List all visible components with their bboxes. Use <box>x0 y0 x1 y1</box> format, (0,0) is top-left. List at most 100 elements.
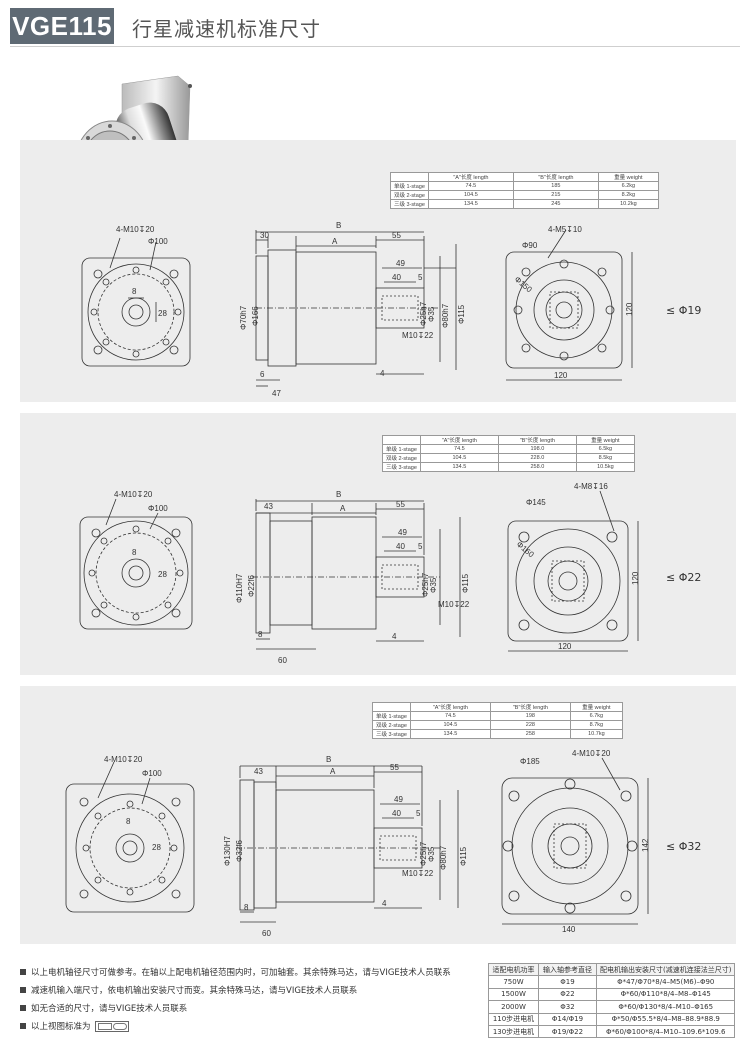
svg-text:Φ115: Φ115 <box>461 573 470 593</box>
svg-text:B: B <box>336 490 341 499</box>
svg-text:142: 142 <box>641 838 650 852</box>
svg-text:B: B <box>326 755 331 764</box>
svg-text:49: 49 <box>398 528 407 537</box>
svg-text:40: 40 <box>392 273 401 282</box>
note-item: 如无合适的尺寸，请与VIGE技术人员联系 <box>20 999 480 1017</box>
svg-text:55: 55 <box>396 500 405 509</box>
svg-text:M10↧22: M10↧22 <box>402 331 434 340</box>
svg-text:Φ35: Φ35 <box>429 577 438 593</box>
svg-text:A: A <box>340 504 346 513</box>
header-divider <box>10 46 740 47</box>
svg-text:4: 4 <box>380 369 385 378</box>
svg-text:4-M10↧20: 4-M10↧20 <box>104 755 143 764</box>
svg-text:4-M8↧16: 4-M8↧16 <box>574 482 608 491</box>
svg-text:8: 8 <box>132 548 137 557</box>
svg-text:120: 120 <box>625 302 634 316</box>
svg-text:120: 120 <box>554 371 568 380</box>
svg-text:Φ185: Φ185 <box>520 757 540 766</box>
svg-text:Φ70h7: Φ70h7 <box>239 305 248 330</box>
svg-text:Φ25h7: Φ25h7 <box>419 301 428 326</box>
svg-text:60: 60 <box>278 656 287 665</box>
bullet-square-icon <box>20 1005 26 1011</box>
svg-text:28: 28 <box>158 570 167 579</box>
svg-text:60: 60 <box>262 929 271 938</box>
svg-text:5: 5 <box>418 542 423 551</box>
svg-text:Φ145: Φ145 <box>526 498 546 507</box>
svg-text:43: 43 <box>264 502 273 511</box>
shaft-limit: ≤ Φ22 <box>666 571 702 584</box>
svg-text:Φ100: Φ100 <box>142 769 162 778</box>
svg-text:Φ100: Φ100 <box>148 504 168 513</box>
svg-text:4-M10↧20: 4-M10↧20 <box>116 225 155 234</box>
svg-text:120: 120 <box>558 642 572 651</box>
svg-text:40: 40 <box>392 809 401 818</box>
page-header: VGE115 行星减速机标准尺寸 <box>0 0 750 50</box>
svg-text:M10↧22: M10↧22 <box>402 869 434 878</box>
svg-text:55: 55 <box>390 763 399 772</box>
note-item: 减速机输入端尺寸，依电机输出安装尺寸而变。其余特殊马达，请与VIGE技术人员联系 <box>20 981 480 999</box>
svg-text:49: 49 <box>394 795 403 804</box>
svg-text:5: 5 <box>418 273 423 282</box>
technical-drawing: 4-M10↧20 Φ100 8 28 43 B A 55 49 40 5 Φ13… <box>65 749 650 938</box>
model-badge: VGE115 <box>10 8 114 44</box>
svg-text:Φ115: Φ115 <box>459 846 468 866</box>
svg-text:28: 28 <box>158 309 167 318</box>
svg-text:Φ90: Φ90 <box>522 241 538 250</box>
projection-symbol-icon <box>94 1020 129 1032</box>
svg-text:Φ100: Φ100 <box>148 237 168 246</box>
technical-drawing: 4-M10↧20 Φ100 8 28 30 B A 55 49 40 5 Φ70… <box>81 221 634 398</box>
note-item: 以上视图标准为 <box>20 1017 480 1035</box>
bullet-square-icon <box>20 987 26 993</box>
svg-text:Φ32f6: Φ32f6 <box>235 839 244 862</box>
svg-text:Φ110H7: Φ110H7 <box>235 573 244 603</box>
svg-text:Φ115: Φ115 <box>457 304 466 324</box>
svg-text:40: 40 <box>396 542 405 551</box>
svg-text:A: A <box>332 237 338 246</box>
svg-text:4: 4 <box>392 632 397 641</box>
svg-text:4-M10↧20: 4-M10↧20 <box>114 490 153 499</box>
page-title: 行星减速机标准尺寸 <box>132 17 321 41</box>
svg-text:Φ166: Φ166 <box>251 306 260 326</box>
technical-drawing: 4-M10↧20 Φ100 8 28 43 B A 55 49 40 5 Φ11… <box>79 482 640 665</box>
svg-text:6: 6 <box>260 370 265 379</box>
svg-text:140: 140 <box>562 925 576 934</box>
svg-text:8: 8 <box>244 903 249 912</box>
svg-text:Φ35: Φ35 <box>427 846 436 862</box>
svg-text:5: 5 <box>416 809 421 818</box>
shaft-limit: ≤ Φ19 <box>666 304 702 317</box>
svg-text:55: 55 <box>392 231 401 240</box>
svg-text:4-M10↧20: 4-M10↧20 <box>572 749 611 758</box>
svg-text:120: 120 <box>631 571 640 585</box>
shaft-limit: ≤ Φ32 <box>666 840 702 853</box>
svg-text:Φ80h7: Φ80h7 <box>441 303 450 328</box>
bullet-square-icon <box>20 1023 26 1029</box>
svg-text:8: 8 <box>258 630 263 639</box>
svg-text:43: 43 <box>254 767 263 776</box>
svg-text:Φ22f6: Φ22f6 <box>247 574 256 597</box>
bullet-square-icon <box>20 969 26 975</box>
svg-text:Φ80h7: Φ80h7 <box>439 845 448 870</box>
svg-text:Φ35: Φ35 <box>427 306 436 322</box>
svg-text:A: A <box>330 767 336 776</box>
svg-text:8: 8 <box>126 817 131 826</box>
svg-text:47: 47 <box>272 389 281 398</box>
svg-text:Φ25h7: Φ25h7 <box>421 572 430 597</box>
svg-text:49: 49 <box>396 259 405 268</box>
note-item: 以上电机轴径尺寸可做参考。在轴以上配电机轴径范围内时，可加轴套。其余特殊马达，请… <box>20 963 480 981</box>
svg-text:M10↧22: M10↧22 <box>438 600 470 609</box>
svg-text:4-M5↧10: 4-M5↧10 <box>548 225 582 234</box>
svg-text:30: 30 <box>260 231 269 240</box>
svg-text:B: B <box>336 221 341 230</box>
svg-text:8: 8 <box>132 287 137 296</box>
svg-text:4: 4 <box>382 899 387 908</box>
